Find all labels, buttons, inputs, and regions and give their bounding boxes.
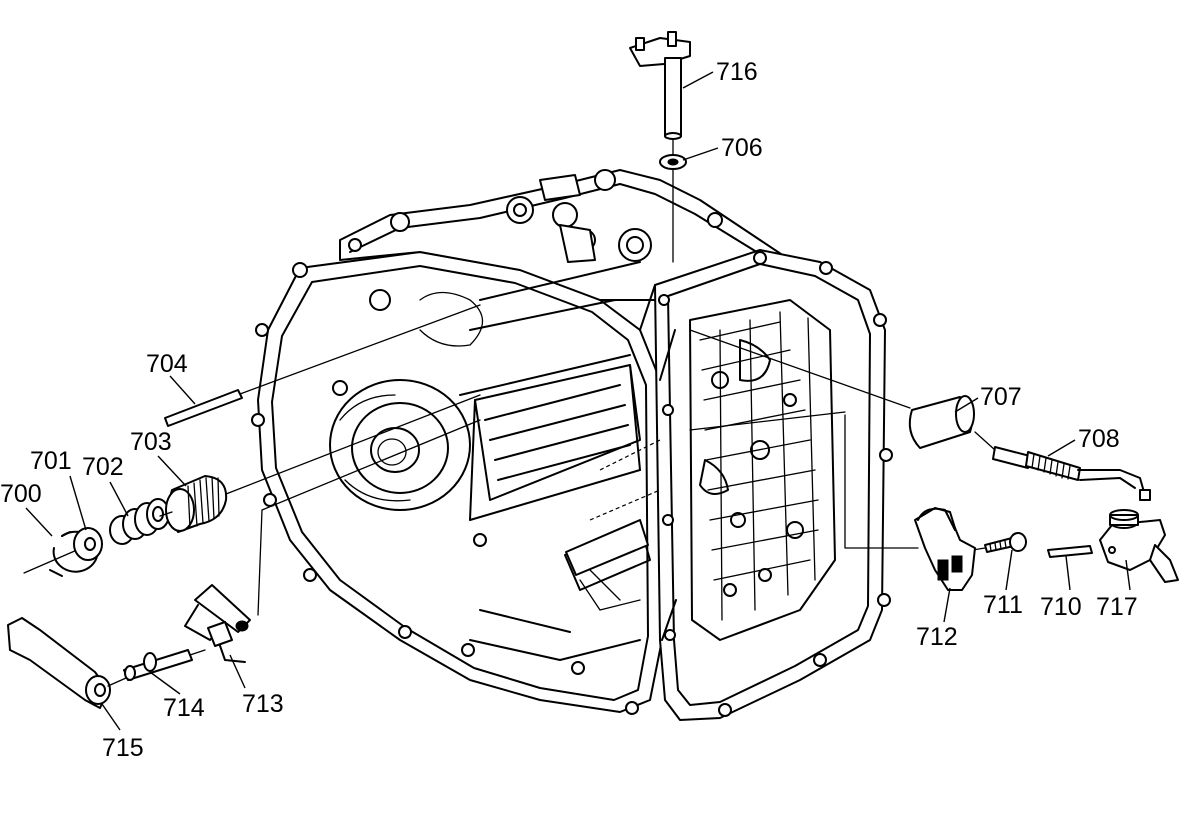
callout-713: 713 (242, 690, 284, 718)
part-715-lever (7, 617, 127, 709)
callout-labels: 716 706 704 707 703 708 701 702 700 711 … (0, 58, 1138, 762)
callout-707: 707 (980, 383, 1022, 411)
part-714-shaft (123, 649, 206, 681)
part-704-pin (164, 304, 481, 427)
callout-700: 700 (0, 480, 42, 508)
part-717-lever (1099, 509, 1179, 583)
callout-704: 704 (146, 350, 188, 378)
part-710-key (1047, 545, 1093, 558)
part-707-sleeve (689, 329, 975, 449)
top-bosses (348, 169, 723, 263)
leader-lines (25, 71, 1131, 731)
part-703-piston (159, 394, 481, 533)
flange-bolt-bosses (251, 262, 639, 715)
callout-716: 716 (716, 58, 758, 86)
callout-717: 717 (1096, 593, 1138, 621)
part-712-sensor (689, 411, 976, 591)
callout-715: 715 (102, 734, 144, 762)
callout-701: 701 (30, 447, 72, 475)
callout-711: 711 (983, 591, 1023, 619)
part-708-detent-rod (974, 431, 1151, 501)
part-701-washer (73, 527, 103, 561)
callout-706: 706 (721, 134, 763, 162)
part-716-shaft-lever (629, 31, 691, 263)
transmission-case (251, 169, 893, 721)
valve-body (689, 299, 836, 641)
part-706-seal (659, 154, 687, 170)
part-713-bracket (184, 419, 481, 663)
part-702-spring (109, 498, 170, 545)
callout-708: 708 (1078, 425, 1120, 453)
callout-710: 710 (1040, 593, 1082, 621)
callout-703: 703 (130, 428, 172, 456)
right-flange-bolts (658, 251, 893, 717)
callout-712: 712 (916, 623, 958, 651)
callout-702: 702 (82, 453, 124, 481)
callout-714: 714 (163, 694, 205, 722)
